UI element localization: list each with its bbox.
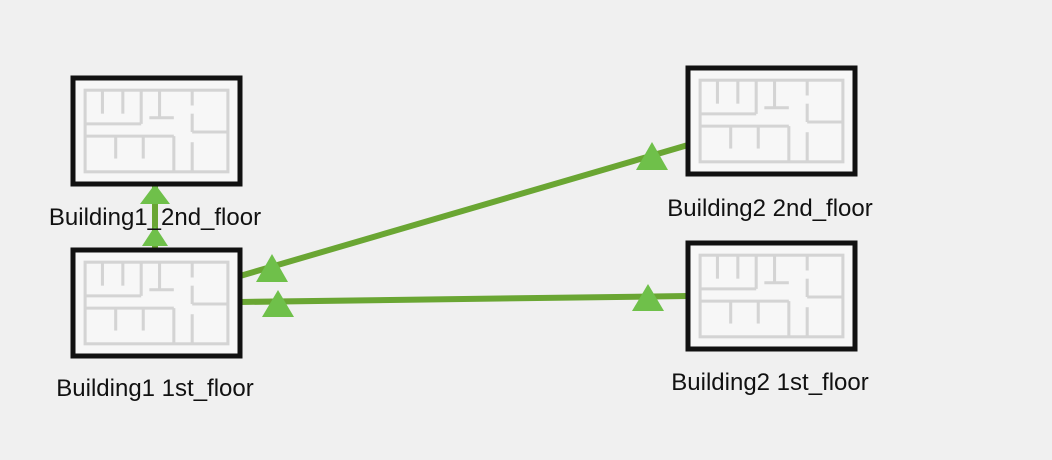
node-label: Building1_2nd_floor [49,204,261,231]
link-marker-triangle[interactable] [636,142,668,170]
link-b1f1-b2f2[interactable] [239,142,689,279]
link-markers [140,142,668,317]
node-b1f1[interactable]: Building1 1st_floor [56,247,254,402]
link-marker-triangle[interactable] [140,184,170,204]
node-label: Building2 1st_floor [671,369,868,396]
link-marker-triangle[interactable] [256,254,288,282]
node-label: Building1 1st_floor [56,375,253,402]
link-b1f1-b2f1[interactable] [239,293,689,305]
node-b1f2[interactable]: Building1_2nd_floor [49,75,261,231]
link-marker-triangle[interactable] [262,290,294,317]
link-marker-triangle[interactable] [632,284,664,311]
node-label: Building2 2nd_floor [667,195,873,222]
link-marker-triangle[interactable] [142,226,168,246]
node-b2f1[interactable]: Building2 1st_floor [671,240,869,396]
node-b2f2[interactable]: Building2 2nd_floor [667,65,873,222]
